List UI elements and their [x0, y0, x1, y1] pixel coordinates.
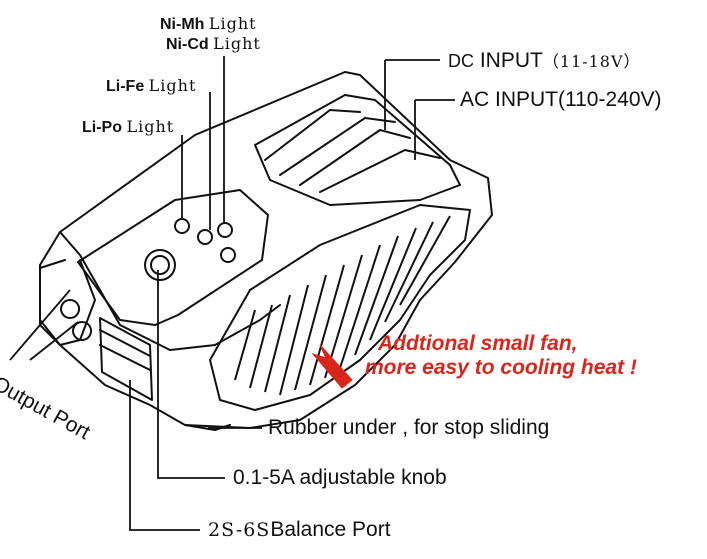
- ac-input-name: AC INPUT: [460, 88, 559, 111]
- balance-name: Balance Port: [270, 518, 391, 541]
- output-port-left: [60, 299, 81, 319]
- rubber-under-label: Rubber under , for stop sliding: [268, 416, 550, 439]
- balance-port-label: 2S-6SBalance Port: [208, 518, 391, 542]
- nimh-name: Ni-Mh: [160, 16, 205, 33]
- charger-body: [39, 71, 493, 429]
- fan-callout-line1: Addtional small fan,: [378, 332, 578, 355]
- lipo-light: Light: [126, 117, 175, 136]
- side-fan-grille: [209, 204, 471, 411]
- rubber-foot: [184, 424, 231, 431]
- knob-label: 0.1-5A adjustable knob: [233, 466, 447, 489]
- life-label: Li-Fe Light: [106, 76, 196, 96]
- fan-arrow: [311, 344, 353, 389]
- fan-callout-line2: more easy to cooling heat !: [365, 356, 637, 379]
- dc-input-name: DC: [448, 51, 474, 71]
- balance-port-block: [99, 317, 153, 401]
- life-light: Light: [148, 76, 197, 95]
- ac-input-label: AC INPUT(110-240V): [460, 88, 662, 112]
- nimh-led: [217, 222, 233, 238]
- nicd-name: Ni-Cd: [166, 36, 209, 53]
- dc-input-rest: INPUT: [479, 49, 543, 72]
- nimh-label: Ni-Mh Light: [160, 14, 257, 34]
- nimh-light: Light: [208, 14, 257, 33]
- lipo-name: Li-Po: [82, 119, 122, 136]
- nicd-led: [220, 247, 236, 263]
- nicd-label: Ni-Cd Light: [166, 34, 261, 54]
- adjust-knob: [144, 249, 176, 281]
- dc-input-label: DC INPUT（11-18V）: [448, 48, 641, 73]
- nicd-light: Light: [213, 34, 261, 53]
- lipo-led: [174, 218, 190, 234]
- life-name: Li-Fe: [106, 78, 145, 95]
- top-vent-housing: [254, 94, 461, 206]
- balance-range: 2S-6S: [208, 519, 271, 541]
- life-led: [197, 229, 213, 245]
- ac-input-range: (110-240V): [558, 88, 662, 111]
- lipo-label: Li-Po Light: [82, 117, 174, 137]
- dc-input-range: （11-18V）: [542, 52, 641, 71]
- control-panel: [77, 189, 269, 326]
